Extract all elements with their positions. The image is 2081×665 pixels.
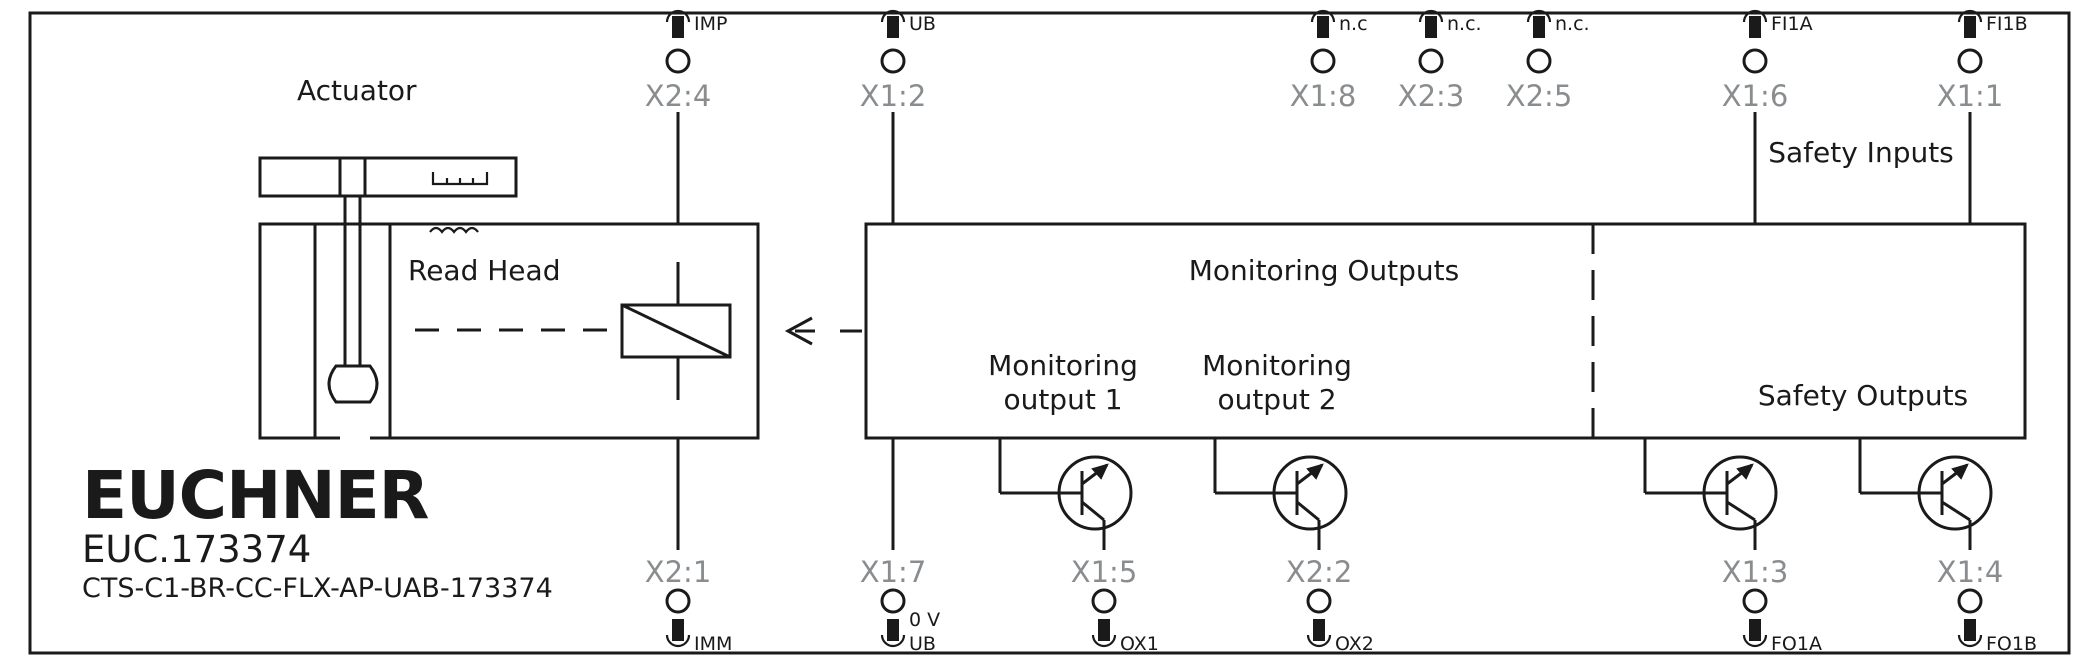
- bottom-terminal-pin: X2:1: [645, 555, 712, 589]
- top-terminal-signal: n.c.: [1555, 13, 1590, 35]
- top-terminal-signal: n.c.: [1447, 13, 1482, 35]
- bottom-terminal: X1:7 0 V UB: [860, 555, 940, 655]
- bottom-terminal: X1:5 OX1: [1071, 555, 1159, 655]
- connector-icon: [1749, 619, 1761, 641]
- top-terminal-signal: IMP: [694, 13, 727, 35]
- bottom-terminal: X1:4 FO1B: [1937, 555, 2037, 655]
- connector-icon: [1317, 16, 1329, 38]
- bottom-terminal-signal: IMM: [694, 633, 732, 655]
- transistor-icon: [1213, 438, 1348, 550]
- top-terminal: n.c X1:8: [1290, 9, 1368, 113]
- bottom-terminal-signal-extra: 0 V: [909, 609, 940, 631]
- connector-icon: [672, 619, 684, 641]
- brand-logo: EUCHNER: [82, 457, 429, 534]
- top-terminal: FI1A X1:6: [1722, 9, 1813, 113]
- article-number: EUC.173374: [82, 528, 311, 571]
- top-terminal: FI1B X1:1: [1937, 9, 2028, 113]
- monitoring-outputs-label: Monitoring Outputs: [1189, 254, 1459, 287]
- top-terminal-signal: FI1B: [1986, 13, 2028, 35]
- transponder-coil-icon: [620, 303, 732, 359]
- connector-icon: [672, 16, 684, 38]
- outer-frame: [28, 11, 2071, 655]
- top-terminal: IMP X2:4: [645, 9, 727, 113]
- bottom-terminal-pin: X2:2: [1286, 555, 1353, 589]
- connector-icon: [1425, 16, 1437, 38]
- monitoring-output-2-label-a: Monitoring: [1202, 349, 1352, 382]
- bottom-wires: [676, 438, 895, 550]
- connector-icon: [887, 16, 899, 38]
- coil-icon: [429, 226, 479, 234]
- connector-icon: [1313, 619, 1325, 641]
- top-terminal-pin: X2:4: [645, 79, 712, 113]
- top-terminal: n.c. X2:5: [1506, 9, 1590, 113]
- top-terminal-signal: n.c: [1339, 13, 1368, 35]
- top-terminal: UB X1:2: [860, 9, 936, 113]
- transistor-icon: [1643, 438, 1778, 550]
- top-terminal-signal: FI1A: [1771, 13, 1813, 35]
- monitoring-output-1-label-a: Monitoring: [988, 349, 1138, 382]
- type-code: CTS-C1-BR-CC-FLX-AP-UAB-173374: [82, 573, 553, 604]
- signal-arrow: [784, 316, 862, 346]
- bottom-terminal: X2:1 IMM: [645, 555, 733, 655]
- top-terminal-pin: X1:6: [1722, 79, 1789, 113]
- connector-icon: [1964, 619, 1976, 641]
- bottom-terminal-pin: X1:5: [1071, 555, 1138, 589]
- connector-icon: [887, 619, 899, 641]
- bottom-terminal-signal: UB: [909, 633, 936, 655]
- safety-inputs-label: Safety Inputs: [1768, 136, 1954, 169]
- connector-icon: [1749, 16, 1761, 38]
- main-module-box: [864, 222, 2027, 440]
- bottom-terminal-signal: FO1B: [1986, 633, 2037, 655]
- connector-icon: [1098, 619, 1110, 641]
- top-terminal-pin: X2:5: [1506, 79, 1573, 113]
- top-terminal: n.c. X2:3: [1398, 9, 1482, 113]
- bottom-terminal: X1:3 FO1A: [1722, 555, 1822, 655]
- bottom-terminal-signal: OX2: [1335, 633, 1374, 655]
- actuator-label: Actuator: [297, 74, 417, 107]
- connector-icon: [1533, 16, 1545, 38]
- connector-icon: [1964, 16, 1976, 38]
- top-terminal-pin: X2:3: [1398, 79, 1465, 113]
- bottom-terminal-pin: X1:3: [1722, 555, 1789, 589]
- bottom-terminal-pin: X1:4: [1937, 555, 2004, 589]
- top-terminal-pin: X1:1: [1937, 79, 2004, 113]
- top-terminal-pin: X1:2: [860, 79, 927, 113]
- bottom-terminal-pin: X1:7: [860, 555, 927, 589]
- read-head-box: [258, 222, 760, 440]
- bottom-terminal: X2:2 OX2: [1286, 555, 1374, 655]
- top-wires: [676, 112, 1972, 224]
- monitoring-output-1-label-b: output 1: [1003, 383, 1122, 416]
- bottom-terminal-signal: OX1: [1120, 633, 1159, 655]
- read-head-label: Read Head: [408, 254, 560, 287]
- bottom-terminal-signal: FO1A: [1771, 633, 1822, 655]
- monitoring-output-2-label-b: output 2: [1217, 383, 1336, 416]
- safety-outputs-label: Safety Outputs: [1758, 379, 1968, 412]
- top-terminal-signal: UB: [909, 13, 936, 35]
- transistor-icon: [998, 438, 1133, 550]
- top-terminal-pin: X1:8: [1290, 79, 1357, 113]
- transistor-icon: [1858, 438, 1993, 550]
